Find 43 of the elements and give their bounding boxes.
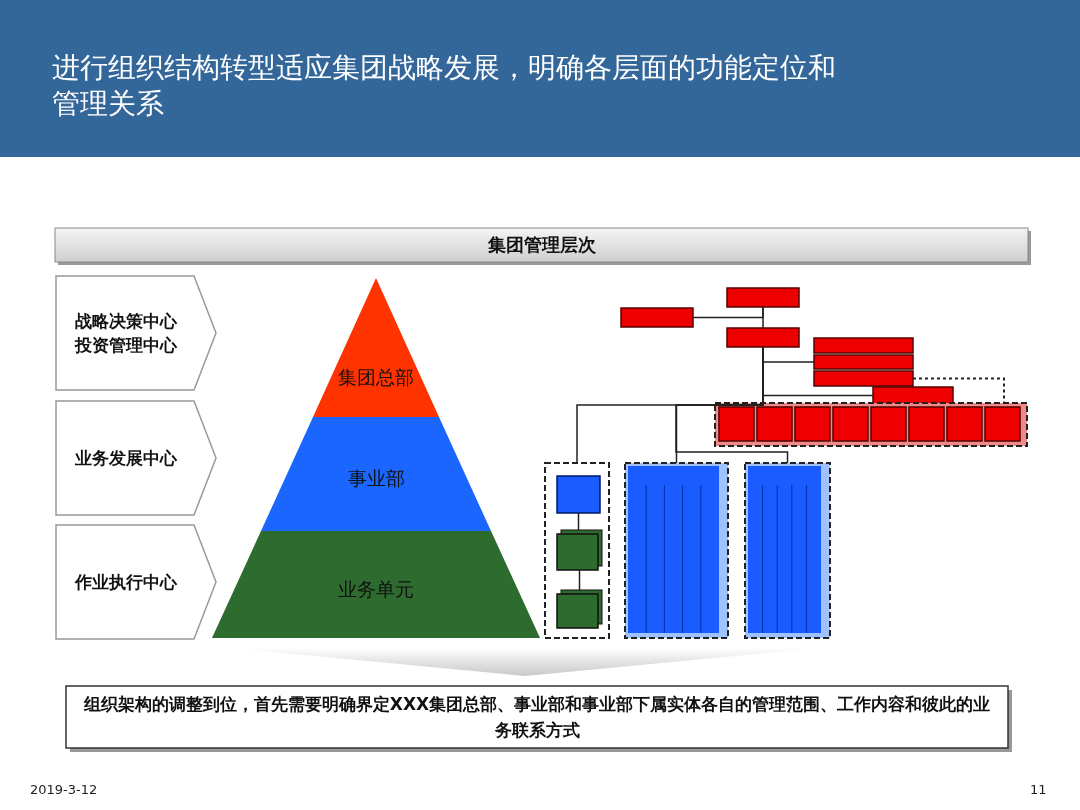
chevron-box bbox=[56, 401, 216, 515]
connector-line bbox=[578, 569, 581, 591]
pyramid-band bbox=[313, 278, 439, 417]
org-box bbox=[814, 338, 913, 353]
date-text: 2019-3-12 bbox=[30, 782, 98, 797]
org-group-box bbox=[625, 463, 728, 638]
org-box bbox=[814, 371, 913, 386]
pyramid-band bbox=[212, 531, 540, 638]
level-label: 战略决策中心 bbox=[75, 310, 178, 333]
org-box bbox=[909, 407, 944, 441]
org-group-box bbox=[745, 463, 830, 638]
org-box bbox=[947, 407, 982, 441]
org-box bbox=[871, 407, 906, 441]
band-label: 业务单元 bbox=[338, 576, 414, 602]
level-label: 业务发展中心 bbox=[75, 447, 178, 470]
page-number: 11 bbox=[1030, 782, 1047, 797]
org-box bbox=[727, 288, 799, 307]
chevron-box bbox=[56, 525, 216, 639]
band-label: 集团总部 bbox=[338, 364, 414, 390]
org-box bbox=[757, 407, 792, 441]
org-group-box bbox=[545, 463, 609, 638]
chevron-box bbox=[56, 276, 216, 390]
org-box bbox=[727, 328, 799, 347]
org-box bbox=[557, 476, 600, 513]
org-box bbox=[833, 407, 868, 441]
org-group-box bbox=[715, 403, 1027, 446]
pyramid-band bbox=[261, 417, 491, 531]
org-box bbox=[985, 407, 1020, 441]
org-box bbox=[795, 407, 830, 441]
org-box bbox=[814, 355, 913, 369]
band-label: 事业部 bbox=[347, 466, 405, 491]
org-box bbox=[557, 530, 602, 570]
org-box bbox=[557, 590, 602, 628]
connector-line bbox=[762, 306, 764, 329]
level-label: 作业执行中心 bbox=[75, 571, 178, 594]
org-box bbox=[621, 308, 693, 327]
connector-line bbox=[912, 377, 1005, 404]
slide-title: 进行组织结构转型适应集团战略发展，明确各层面的功能定位和管理关系 bbox=[52, 50, 837, 122]
section-heading: 集团管理层次 bbox=[487, 233, 596, 257]
section-banner bbox=[55, 228, 1028, 262]
connector-line bbox=[577, 512, 580, 531]
level-label: 投资管理中心 bbox=[75, 334, 178, 357]
org-box bbox=[719, 407, 754, 441]
